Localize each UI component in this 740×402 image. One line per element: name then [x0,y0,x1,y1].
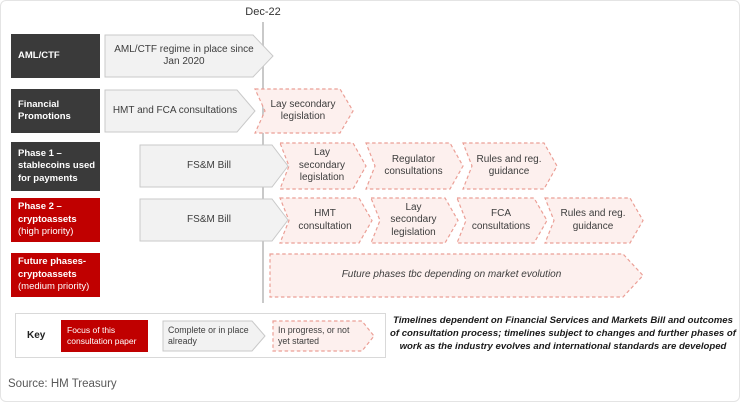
source-label: Source: HM Treasury [8,378,117,390]
row-label-phase-1: Phase 1 – stablecoins used for payments [11,142,100,191]
legend-complete-arrow: Complete or in place already [162,320,266,352]
stage-arrow-in-progress: Rules and reg. guidance [544,197,644,244]
row-label-phase-2: Phase 2 – cryptoassets (high priority) [11,198,100,242]
stage-arrow-complete: AML/CTF regime in place since Jan 2020 [104,34,274,78]
legend-red-swatch: Focus of this consultation paper [61,320,148,352]
arrow-shape [279,142,367,190]
key-title: Key [27,330,46,341]
arrow-shape [139,144,289,188]
stage-arrow-in-progress: FCA consultations [456,197,548,244]
stage-label: FCA consultations [471,208,531,232]
arrow-shape [254,88,354,134]
arrow-shape [272,320,375,352]
row-label-text: Phase 1 – stablecoins used for payments [18,147,96,184]
arrow-shape [370,197,459,244]
stage-arrow-in-progress: HMT consultation [279,197,373,244]
stage-label: AML/CTF regime in place since Jan 2020 [114,43,254,68]
row-label-future-phases: Future phases- cryptoassets (medium prio… [11,253,100,297]
arrow-shape [365,142,464,190]
stage-label: Lay secondary legislation [390,201,437,238]
arrow-shape [279,197,373,244]
legend-label: Complete or in place already [168,324,249,346]
stage-label: Lay secondary legislation [270,98,336,123]
row-label-text: Financial Promotions [18,98,71,122]
legend-inprogress-arrow: In progress, or not yet started [272,320,375,352]
stage-arrow-complete: HMT and FCA consultations [104,89,256,133]
arrow-shape [104,34,274,78]
arrow-shape [269,253,644,298]
stage-label: HMT consultation [298,208,352,232]
disclaimer-note: Timelines dependent on Financial Service… [390,315,736,352]
stage-label: FS&M Bill [187,213,231,225]
stage-arrow-complete: FS&M Bill [139,144,289,188]
stage-arrow-complete: FS&M Bill [139,198,289,242]
row-label-aml-ctf: AML/CTF [11,34,100,78]
stage-arrow-in-progress: Rules and reg. guidance [462,142,558,190]
stage-label: Regulator consultations [384,153,443,178]
arrow-shape [462,142,558,190]
arrow-shape [139,198,289,242]
arrow-shape [162,320,266,352]
stage-label: Future phases tbc depending on market ev… [341,269,562,281]
row-label-text: AML/CTF [18,49,60,61]
stage-label: FS&M Bill [187,159,231,171]
timeline-date-label: Dec-22 [245,6,281,18]
stage-label: HMT and FCA consultations [112,104,238,116]
stage-label: Rules and reg. guidance [476,153,542,178]
row-label-text: Future phases- cryptoassets [18,256,87,280]
stage-arrow-future: Future phases tbc depending on market ev… [269,253,644,298]
stage-label: Rules and reg. guidance [560,208,626,232]
stage-label: Lay secondary legislation [298,147,346,184]
legend-label: Focus of this consultation paper [67,324,137,346]
stage-arrow-in-progress: Regulator consultations [365,142,464,190]
arrow-shape [104,89,256,133]
arrow-shape [544,197,644,244]
row-label-financial-promotions: Financial Promotions [11,89,100,133]
row-label-text: Phase 2 – cryptoassets [18,201,77,225]
legend-label: In progress, or not yet started [278,324,350,346]
stage-arrow-in-progress: Lay secondary legislation [254,88,354,134]
arrow-shape [456,197,548,244]
stage-arrow-in-progress: Lay secondary legislation [279,142,367,190]
stage-arrow-in-progress: Lay secondary legislation [370,197,459,244]
